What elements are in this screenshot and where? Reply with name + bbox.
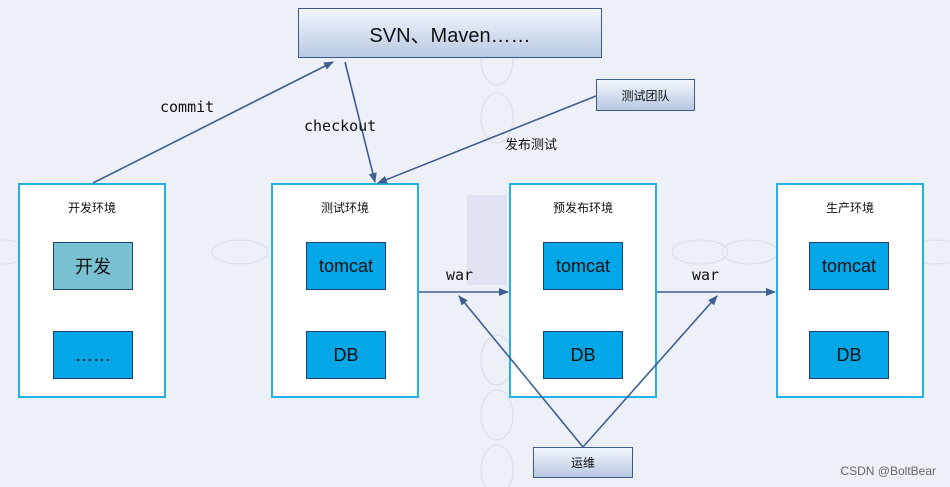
ops-box: 运维 [533,447,633,478]
prod-tomcat-block: tomcat [809,242,889,290]
war-label-1: war [446,266,474,284]
ops-label: 运维 [570,456,595,470]
dev-more-block: …… [53,331,133,379]
prod-db-block: DB [809,331,889,379]
repository-box: SVN、Maven…… [298,8,602,58]
dev-block: 开发 [53,242,133,290]
release-test-arrow [377,95,597,184]
release-test-label: 发布测试 [505,138,558,153]
war-label-2: war [692,266,720,284]
env-prod: 生产环境 tomcat DB [776,183,924,398]
checkout-label: checkout [304,117,377,135]
staging-tomcat-block: tomcat [543,242,623,290]
ops-to-war1-arrow [458,295,584,448]
test-tomcat-block: tomcat [306,242,386,290]
commit-arrow [92,61,334,184]
ops-to-war2-arrow [582,295,718,448]
watermark: CSDN @BoltBear [840,464,936,478]
env-dev-title: 开发环境 [67,201,116,215]
env-test-title: 测试环境 [320,201,369,215]
test-team-box: 测试团队 [596,79,695,111]
checkout-arrow [344,61,377,183]
env-prod-title: 生产环境 [825,201,874,215]
env-staging-title: 预发布环境 [552,201,613,215]
test-db-block: DB [306,331,386,379]
env-staging: 预发布环境 tomcat DB [509,183,657,398]
env-dev: 开发环境 开发 …… [18,183,166,398]
env-test: 测试环境 tomcat DB [271,183,419,398]
staging-db-block: DB [543,331,623,379]
commit-label: commit [160,98,215,116]
repository-label: SVN、Maven…… [369,24,531,47]
test-team-label: 测试团队 [621,88,670,103]
